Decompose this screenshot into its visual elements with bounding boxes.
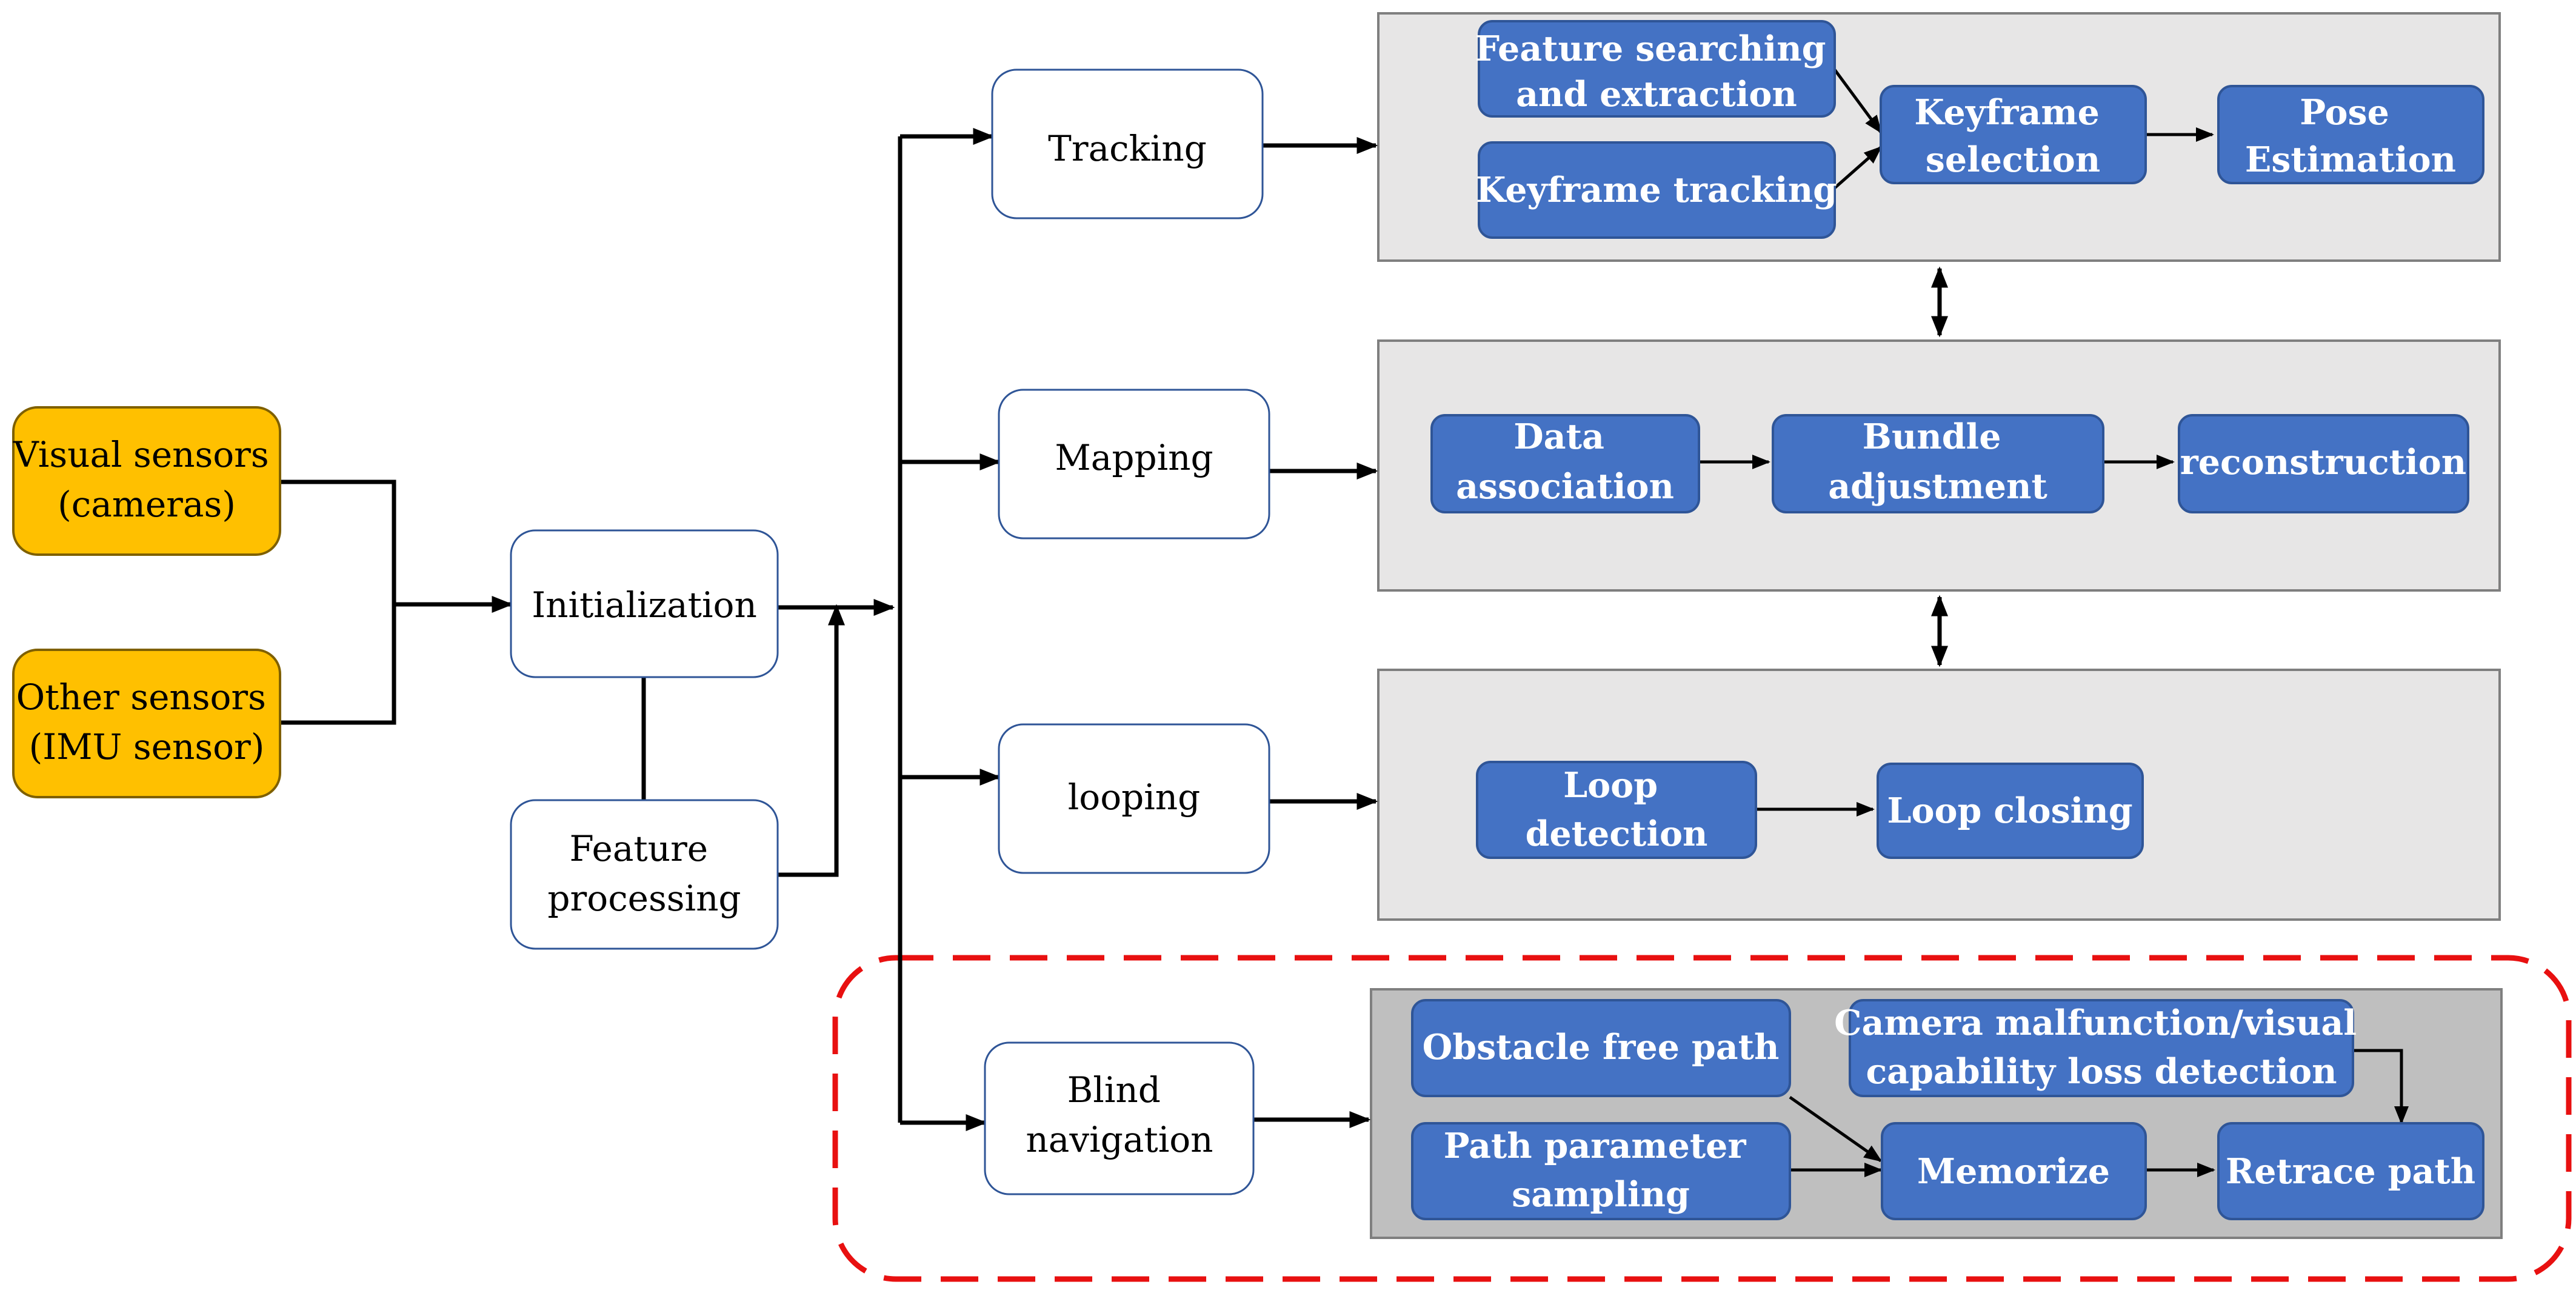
initialization-label: Initialization [532,584,757,626]
path-parameter-sampling-label-line2: sampling [1512,1174,1690,1215]
camera-to-retrace-arrow [2353,1049,2409,1124]
data-association-label-line2: association [1456,466,1674,507]
blind-navigation-highlight-border [832,955,2572,1282]
mapping-node: Mapping [998,389,1270,540]
loop-closing-node: Loop closing [1877,763,2144,859]
keyframe-selection-node: Keyframe selection [1880,85,2147,184]
camera-malfunction-label-line1: Camera malfunction/visual [1834,1003,2357,1043]
path-parameter-sampling-node: Path parameter sampling [1411,1122,1791,1220]
tracking-label: Tracking [1048,128,1207,169]
keyframe-selection-label-line2: selection [1926,139,2100,180]
svg-text:Visual sensors (cameras): Visual sensors (cameras) [13,434,280,525]
svg-text:Feature searching and ex: Feature searching and extraction [1475,28,1838,115]
blind-navigation-node: Blind navigation [984,1041,1255,1195]
svg-text:Camera malfunction/visual: Camera malfunction/visual capability los… [1834,1003,2369,1092]
data-association-label-line1: Data [1513,416,1604,457]
loop-detection-label-line1: Loop [1563,765,1658,806]
svg-text:Loop detection: Loop detection [1526,765,1708,854]
feature-searching-label-line2: and extraction [1516,74,1797,115]
blind-navigation-label-line1: Blind [1067,1069,1161,1111]
feature-searching-node: Feature searching and extraction [1475,20,1838,118]
keyframe-tracking-to-selection-arrow [1834,146,1883,189]
svg-text:Blind navigation: Blind navigation [1026,1069,1213,1160]
feature-to-keyframe-selection-arrow [1833,68,1883,134]
path-parameter-sampling-label-line1: Path parameter [1444,1126,1747,1166]
other-sensor-connector [280,604,396,725]
svg-text:Obstacle free path: Obstacle free path [1423,1027,1780,1067]
visual-sensors-label-line2: (cameras) [58,484,236,525]
pose-estimation-label-line1: Pose [2300,92,2389,133]
svg-text:Bundle adjustment: Bundle adjustment [1828,416,2047,507]
svg-text:Feature processing: Feature processing [547,828,741,919]
feature-searching-label-line1: Feature searching [1475,28,1826,69]
tracking-node: Tracking [991,68,1264,219]
keyframe-tracking-node: Keyframe tracking [1476,141,1837,239]
other-sensors-label-line1: Other sensors [16,677,266,718]
loop-detection-label-line2: detection [1526,814,1708,854]
camera-malfunction-node: Camera malfunction/visual capability los… [1834,999,2369,1097]
visual-sensors-node: Visual sensors (cameras) [12,406,281,556]
other-sensors-label-line2: (IMU sensor) [29,726,265,767]
visual-sensor-connector [280,479,396,604]
reconstruction-node: reconstruction [2178,414,2469,513]
obstacle-free-path-label: Obstacle free path [1423,1027,1780,1067]
bundle-adjustment-node: Bundle adjustment [1772,414,2104,513]
bundle-adjustment-label-line1: Bundle [1863,416,2001,457]
data-association-node: Data association [1430,414,1700,513]
mapping-label: Mapping [1055,437,1213,478]
feature-to-main-arrow [778,604,845,877]
memorize-label: Memorize [1917,1151,2110,1192]
svg-text:looping: looping [1068,777,1201,818]
visual-sensors-label-line1: Visual sensors [13,434,269,475]
svg-text:Tracking: Tracking [1048,128,1207,169]
looping-label: looping [1068,777,1201,818]
svg-text:Keyframe tracking: Keyframe tracking [1476,170,1837,210]
svg-text:Pose Estimation: Pose Estimation [2245,92,2456,180]
svg-text:Initialization: Initialization [532,584,757,626]
reconstruction-label: reconstruction [2180,442,2467,483]
loop-detection-node: Loop detection [1476,761,1757,859]
pose-estimation-label-line2: Estimation [2245,139,2456,180]
svg-text:Data association: Data association [1456,416,1674,507]
svg-text:Retrace path: Retrace path [2226,1151,2475,1192]
blind-navigation-label-line2: navigation [1026,1119,1213,1160]
svg-text:Memorize: Memorize [1917,1151,2110,1192]
svg-text:Loop closing: Loop closing [1887,790,2132,831]
loop-closing-label: Loop closing [1887,790,2132,831]
feature-processing-label-line1: Feature [569,828,708,869]
retrace-path-node: Retrace path [2217,1122,2484,1220]
retrace-path-label: Retrace path [2226,1151,2475,1192]
svg-text:Path parameter sampling: Path parameter sampling [1444,1126,1758,1215]
svg-text:Mapping: Mapping [1055,437,1213,478]
svg-text:Keyframe selection: Keyframe selection [1914,92,2112,180]
obstacle-free-path-node: Obstacle free path [1411,999,1791,1097]
obstacle-to-memorize-arrow [1789,1095,1883,1163]
pose-estimation-node: Pose Estimation [2217,85,2484,184]
bundle-adjustment-label-line2: adjustment [1828,466,2047,507]
keyframe-selection-label-line1: Keyframe [1914,92,2100,133]
camera-malfunction-label-line2: capability loss detection [1866,1051,2337,1092]
svg-text:Other sensors (IMU senso: Other sensors (IMU sensor) [16,677,278,767]
looping-node: looping [998,723,1270,874]
other-sensors-node: Other sensors (IMU sensor) [12,649,281,798]
initialization-node: Initialization [510,529,779,678]
keyframe-tracking-label: Keyframe tracking [1476,170,1837,210]
feature-processing-label-line2: processing [547,878,741,919]
feature-processing-node: Feature processing [510,799,779,950]
memorize-node: Memorize [1881,1122,2147,1220]
svg-text:reconstruction: reconstruction [2180,442,2467,483]
